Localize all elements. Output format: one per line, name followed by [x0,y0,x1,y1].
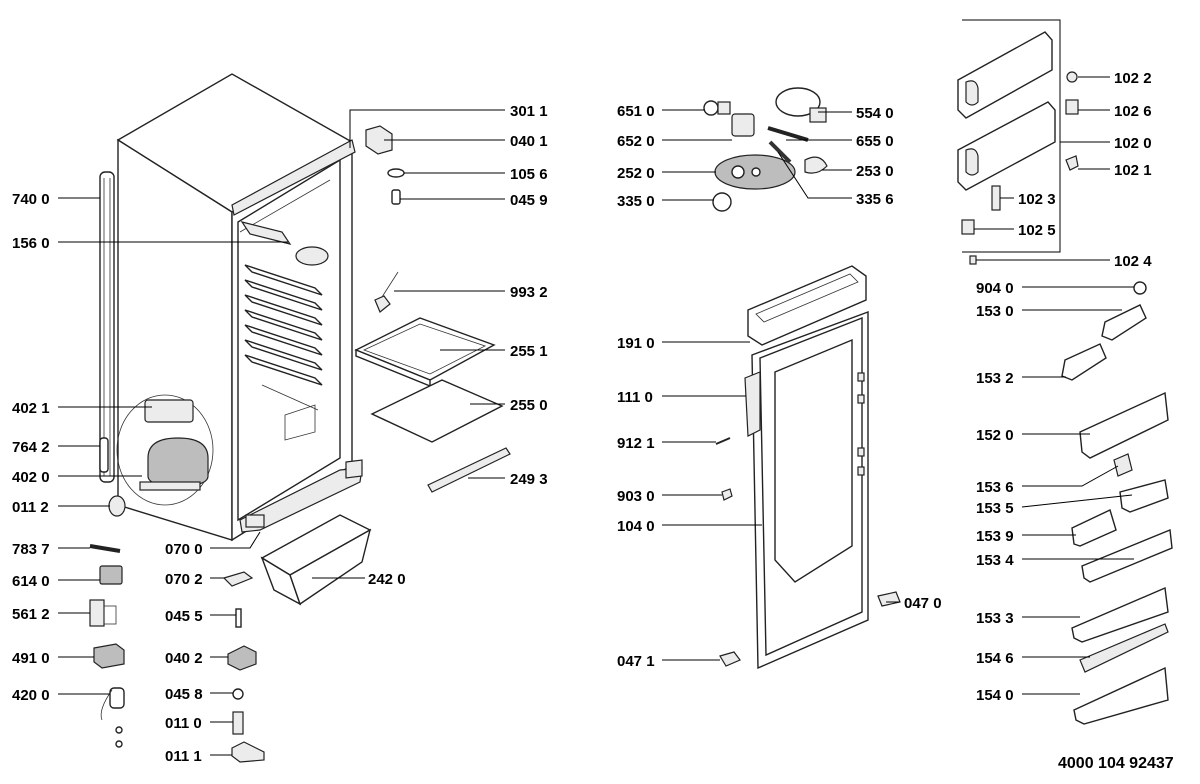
callout-402-0: 402 0 [12,469,50,486]
callout-070-2: 070 2 [165,571,203,588]
callout-102-3: 102 3 [1018,191,1056,208]
callout-655-0: 655 0 [856,133,894,150]
callout-651-0: 651 0 [617,103,655,120]
callout-652-0: 652 0 [617,133,655,150]
callout-154-0: 154 0 [976,687,1014,704]
refrigerator-cabinet [99,73,363,542]
callout-102-1: 102 1 [1114,162,1152,179]
callout-070-0: 070 0 [165,541,203,558]
callout-554-0: 554 0 [856,105,894,122]
callout-191-0: 191 0 [617,335,655,352]
callout-011-1: 011 1 [165,748,202,765]
bottom-bin [260,514,372,606]
callout-614-0: 614 0 [12,573,50,590]
callout-420-0: 420 0 [12,687,50,704]
callout-040-1: 040 1 [510,133,548,150]
callout-153-0: 153 0 [976,303,1014,320]
compressor [139,437,209,491]
callout-153-6: 153 6 [976,479,1014,496]
callout-102-5: 102 5 [1018,222,1056,239]
callout-153-9: 153 9 [976,528,1014,545]
callout-047-0: 047 0 [904,595,942,612]
callout-104-0: 104 0 [617,518,655,535]
callout-102-0: 102 0 [1114,135,1152,152]
callout-labels: 740 0 156 0 402 1 764 2 402 0 011 2 783 … [12,70,1174,772]
callout-105-6: 105 6 [510,166,548,183]
callout-102-2: 102 2 [1114,70,1152,87]
callout-903-0: 903 0 [617,488,655,505]
left-small-parts [89,437,126,748]
callout-249-3: 249 3 [510,471,548,488]
condenser-coil [99,171,115,483]
callout-253-0: 253 0 [856,163,894,180]
callout-102-4: 102 4 [1114,253,1152,270]
callout-740-0: 740 0 [12,191,50,208]
callout-153-2: 153 2 [976,370,1014,387]
callout-045-8: 045 8 [165,686,203,703]
callout-153-4: 153 4 [976,552,1014,569]
cabinet-shelf-ribs [244,264,323,386]
callout-011-0: 011 0 [165,715,202,732]
callout-335-0: 335 0 [617,193,655,210]
callout-011-2: 011 2 [12,499,49,516]
callout-993-2: 993 2 [510,284,548,301]
freezer-flap-assembly [957,19,1079,265]
leader-lines [58,76,1134,756]
callout-783-7: 783 7 [12,541,50,558]
callout-102-6: 102 6 [1114,103,1152,120]
callout-491-0: 491 0 [12,650,50,667]
drawing-number: 4000 104 92437 [1058,755,1174,772]
callout-153-5: 153 5 [976,500,1014,517]
callout-045-9: 045 9 [510,192,548,209]
callout-153-3: 153 3 [976,610,1014,627]
door-bins [1061,281,1173,725]
callout-040-2: 040 2 [165,650,203,667]
callout-152-0: 152 0 [976,427,1014,444]
callout-561-2: 561 2 [12,606,50,623]
callout-402-1: 402 1 [12,400,50,417]
callout-242-0: 242 0 [368,571,406,588]
callout-045-5: 045 5 [165,608,203,625]
center-small-parts [222,514,372,763]
callout-255-0: 255 0 [510,397,548,414]
control-parts [703,87,828,212]
callout-156-0: 156 0 [12,235,50,252]
callout-904-0: 904 0 [976,280,1014,297]
shelf-parts [354,125,511,493]
callout-301-1: 301 1 [510,103,548,120]
callout-111-0: 111 0 [617,389,653,406]
callout-912-1: 912 1 [617,435,655,452]
callout-252-0: 252 0 [617,165,655,182]
callout-335-6: 335 6 [856,191,894,208]
callout-764-2: 764 2 [12,439,50,456]
callout-047-1: 047 1 [617,653,655,670]
callout-255-1: 255 1 [510,343,548,360]
callout-154-6: 154 6 [976,650,1014,667]
refrigerator-door [715,265,901,670]
